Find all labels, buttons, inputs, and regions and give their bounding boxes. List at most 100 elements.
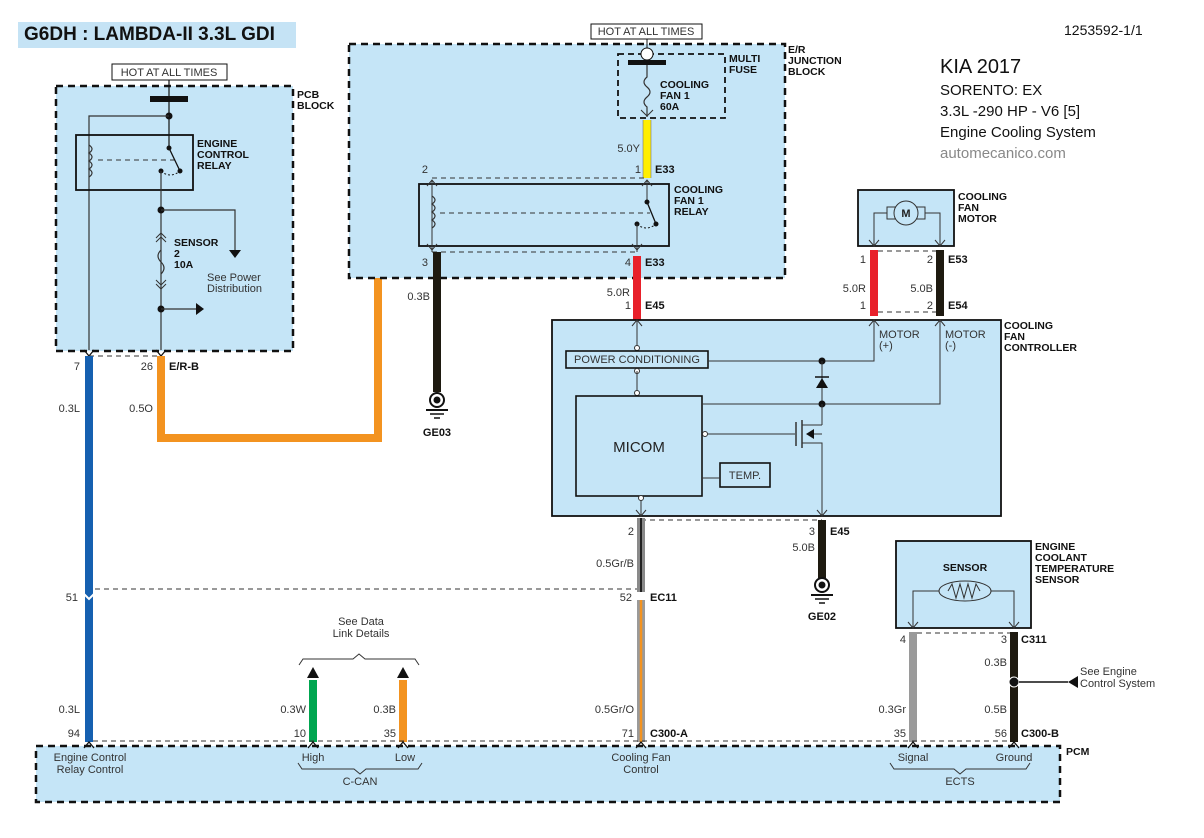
er-hot-label: HOT AT ALL TIMES bbox=[598, 26, 695, 38]
wire-label-0.3b-ect: 0.3B bbox=[984, 657, 1007, 669]
pin-71: 71 bbox=[622, 728, 634, 740]
e53-pin-2: 2 bbox=[927, 254, 933, 266]
ecs-ref-1: See Engine bbox=[1080, 666, 1137, 678]
connector-ec11: EC11 bbox=[650, 592, 677, 604]
ground-ge02-icon bbox=[811, 577, 833, 604]
temp-label: TEMP. bbox=[729, 470, 761, 482]
wire-label-0.5b-ect: 0.5B bbox=[984, 704, 1007, 716]
pin-56: 56 bbox=[995, 728, 1007, 740]
wire-label-0.3l-lower: 0.3L bbox=[59, 704, 80, 716]
engine-control-relay bbox=[75, 134, 194, 191]
connector-e45-bottom: E45 bbox=[830, 526, 850, 538]
wire-label-0.3l-upper: 0.3L bbox=[59, 403, 80, 415]
diagram-title: G6DH : LAMBDA-II 3.3L GDI bbox=[18, 22, 296, 48]
system-name: Engine Cooling System bbox=[940, 124, 1096, 141]
fan-fuse-label-3: 60A bbox=[660, 101, 680, 113]
relay-pin-2: 2 bbox=[422, 164, 428, 176]
cooling-fan-motor: COOLING FAN MOTOR M bbox=[857, 189, 1007, 247]
cooling-fan-controller: COOLING FAN CONTROLLER MOTOR (+) MOTOR (… bbox=[551, 319, 1077, 517]
cooling-fan-1-relay bbox=[418, 183, 670, 247]
connector-c300-a: C300-A bbox=[650, 728, 688, 740]
arrow-right-icon bbox=[196, 303, 204, 315]
controller-label-2: FAN bbox=[1004, 331, 1025, 343]
pin-7: 7 bbox=[74, 361, 80, 373]
er-block-label-2: JUNCTION bbox=[788, 55, 842, 67]
multi-fuse bbox=[617, 53, 726, 119]
ecr-label-2: CONTROL bbox=[197, 149, 249, 161]
pcm-can-high: High bbox=[302, 752, 325, 764]
wire-label-5.0r-motor: 5.0R bbox=[843, 283, 866, 295]
document-id: 1253592-1/1 bbox=[1064, 22, 1143, 38]
power-ref-2: Distribution bbox=[207, 283, 262, 295]
wire-label-0.3gr: 0.3Gr bbox=[878, 704, 906, 716]
pcb-block-label-1: PCB bbox=[297, 89, 320, 101]
multi-fuse-label-1: MULTI bbox=[729, 53, 760, 65]
wire-label-0.5gr-o: 0.5Gr/O bbox=[595, 704, 635, 716]
ecr-label-1: ENGINE bbox=[197, 138, 237, 150]
pcm-cfc-2: Control bbox=[623, 764, 658, 776]
ground-ge03: GE03 bbox=[423, 427, 451, 439]
brace-icon bbox=[889, 762, 1031, 775]
e54-pin-1: 1 bbox=[860, 300, 866, 312]
er-block-label-3: BLOCK bbox=[788, 66, 826, 78]
arrow-down-icon bbox=[229, 250, 241, 258]
pin-35-can: 35 bbox=[384, 728, 396, 740]
e33-pin-4: 4 bbox=[625, 257, 631, 269]
wire-label-0.3b-can: 0.3B bbox=[373, 704, 396, 716]
wire-label-5.0b-motor: 5.0B bbox=[910, 283, 933, 295]
terminal-icon bbox=[640, 47, 654, 61]
pcm-can-low: Low bbox=[395, 752, 415, 764]
e33-pin-1: 1 bbox=[635, 164, 641, 176]
pin-35-c300b: 35 bbox=[894, 728, 906, 740]
pcb-block: HOT AT ALL TIMES PCB BLOCK ENGINE CONTRO… bbox=[54, 63, 335, 358]
c311-pin-3: 3 bbox=[1001, 634, 1007, 646]
connector-e54: E54 bbox=[948, 300, 968, 312]
bus-bar-icon bbox=[150, 96, 188, 102]
connector-e33-bottom: E33 bbox=[645, 257, 665, 269]
source-site: automecanico.com bbox=[940, 145, 1066, 162]
ground-ge03-icon bbox=[426, 392, 448, 419]
motor-plus-2: (+) bbox=[879, 340, 893, 352]
e45-pin-1: 1 bbox=[625, 300, 631, 312]
arrow-up-icon bbox=[307, 667, 319, 678]
ect-label-4: SENSOR bbox=[1035, 574, 1080, 586]
fan-motor-label-2: FAN bbox=[958, 202, 979, 214]
connector-c311: C311 bbox=[1021, 634, 1047, 646]
relay-pin-3: 3 bbox=[422, 257, 428, 269]
fuse-icon bbox=[643, 65, 651, 117]
ect-label-1: ENGINE bbox=[1035, 541, 1075, 553]
pcm-erc-2: Relay Control bbox=[57, 764, 124, 776]
engine-coolant-temperature-sensor: ENGINE COOLANT TEMPERATURE SENSOR SENSOR bbox=[895, 540, 1114, 629]
ect-label-2: COOLANT bbox=[1035, 552, 1087, 564]
sensor-fuse-label-1: SENSOR bbox=[174, 237, 219, 249]
motor-minus-2: (-) bbox=[945, 340, 956, 352]
vehicle-model: SORENTO: EX bbox=[940, 82, 1043, 99]
er-junction-block: HOT AT ALL TIMES E/R JUNCTION BLOCK MULT… bbox=[347, 23, 842, 280]
vehicle-make-year: KIA 2017 bbox=[940, 56, 1022, 78]
pcm-ccan: C-CAN bbox=[343, 776, 378, 788]
c311-pin-4: 4 bbox=[900, 634, 906, 646]
fan-relay-label-1: COOLING bbox=[674, 184, 723, 196]
sensor-fuse-label-2: 2 bbox=[174, 248, 180, 260]
pcm-signal: Signal bbox=[898, 752, 929, 764]
wire-label-0.5o: 0.5O bbox=[129, 403, 153, 415]
e53-pin-1: 1 bbox=[860, 254, 866, 266]
pcm-ground: Ground bbox=[996, 752, 1033, 764]
pcm-cfc-1: Cooling Fan bbox=[611, 752, 670, 764]
multi-fuse-label-2: FUSE bbox=[729, 64, 757, 76]
connector-e45-top: E45 bbox=[645, 300, 665, 312]
wire-label-0.5gr-b: 0.5Gr/B bbox=[596, 558, 634, 570]
wire-label-5.0b-controller: 5.0B bbox=[792, 542, 815, 554]
fan-motor-label-1: COOLING bbox=[958, 191, 1007, 203]
pcm-label: PCM bbox=[1066, 746, 1090, 758]
connector-er-b: E/R-B bbox=[169, 361, 199, 373]
pin-10: 10 bbox=[294, 728, 306, 740]
ecr-label-3: RELAY bbox=[197, 160, 232, 172]
vehicle-info: KIA 2017 SORENTO: EX 3.3L -290 HP - V6 [… bbox=[940, 55, 1096, 164]
pcb-block-label-2: BLOCK bbox=[297, 100, 335, 112]
motor-plus-1: MOTOR bbox=[879, 329, 920, 341]
e54-pin-2: 2 bbox=[927, 300, 933, 312]
wire-label-0.3b-relay: 0.3B bbox=[407, 291, 430, 303]
motor-icon bbox=[893, 200, 919, 226]
